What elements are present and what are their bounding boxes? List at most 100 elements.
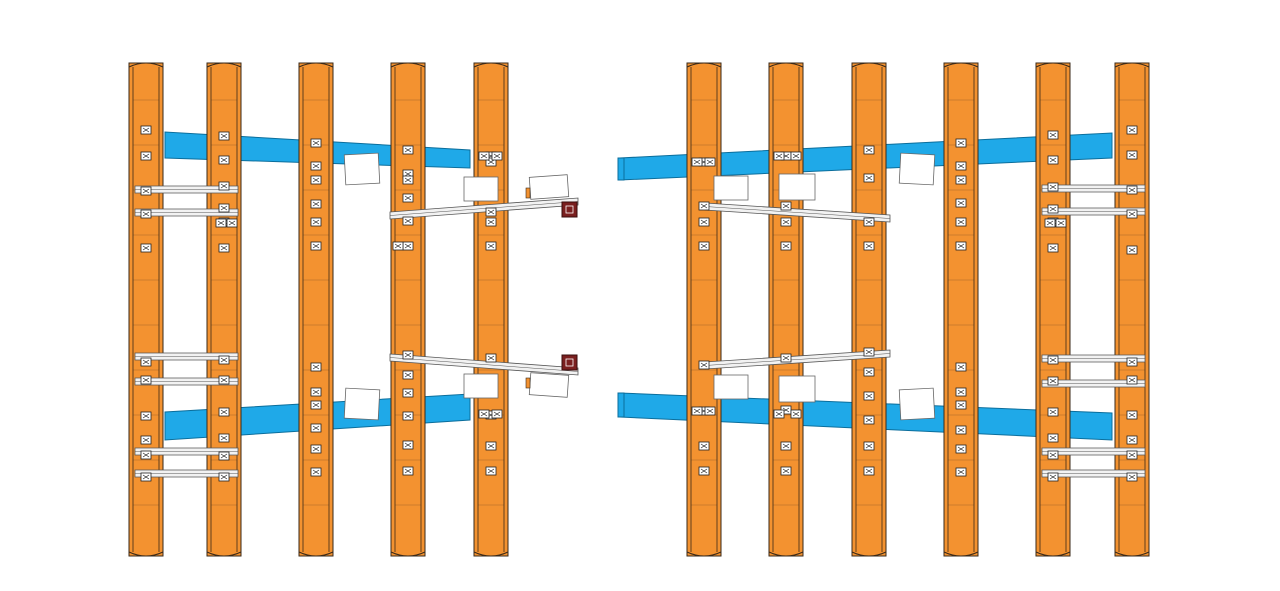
bolt-cross [404, 372, 412, 378]
bolt-cross [1049, 409, 1057, 415]
bolt-cross [865, 219, 873, 225]
girder-web [473, 62, 509, 557]
girder-web [1114, 62, 1150, 557]
bolt-cross [1057, 220, 1065, 226]
connection-plate-icon [898, 152, 936, 186]
brace-end [617, 392, 625, 418]
girder [298, 62, 334, 557]
bolt-icon [773, 409, 785, 419]
bolt-icon [310, 241, 322, 251]
bolt-icon [1126, 185, 1138, 195]
bolt-cross [865, 443, 873, 449]
bolt-icon [310, 199, 322, 209]
bolt-cross [782, 219, 790, 225]
bolt-icon [780, 353, 792, 363]
bolt-cross [312, 163, 320, 169]
bolt-cross [782, 443, 790, 449]
bolt-cross [220, 453, 228, 459]
bolt-cross [1049, 435, 1057, 441]
bolt-icon [402, 241, 414, 251]
bolt-icon [218, 407, 230, 417]
bolt-cross [404, 177, 412, 183]
girder-end-bottom [128, 551, 164, 557]
bolt-cross [228, 220, 236, 226]
bolt-icon [140, 357, 152, 367]
bolt-cross [792, 411, 800, 417]
girder-end-bottom [851, 551, 887, 557]
bolt-cross [1049, 452, 1057, 458]
girder-end-top [128, 62, 164, 68]
bolt-icon [704, 157, 716, 167]
bolt-cross [865, 468, 873, 474]
bolt-icon [955, 400, 967, 410]
bolt-icon [1047, 355, 1059, 365]
bolt-icon [218, 451, 230, 461]
bolt-icon [1126, 450, 1138, 460]
bolt-icon [218, 375, 230, 385]
bolt-icon [485, 241, 497, 251]
bolt-cross [404, 468, 412, 474]
bolt-cross [1128, 437, 1136, 443]
girder [943, 62, 979, 557]
bolt-icon [863, 241, 875, 251]
girder-web [128, 62, 164, 557]
bolt-cross [700, 243, 708, 249]
girder-web [943, 62, 979, 557]
bolt-icon [215, 218, 227, 228]
bolt-cross [220, 435, 228, 441]
bolt-icon [691, 157, 703, 167]
girder-end-top [686, 62, 722, 68]
bolt-icon [955, 387, 967, 397]
bolt-cross [220, 357, 228, 363]
connection-plate-icon [528, 372, 570, 398]
girder-end-top [1035, 62, 1071, 68]
bolt-icon [402, 216, 414, 226]
bolt-icon [1047, 130, 1059, 140]
bolt-icon [140, 450, 152, 460]
gusset-tab [525, 377, 531, 389]
bolt-cross [1128, 247, 1136, 253]
bolt-cross [775, 411, 783, 417]
bolt-icon [402, 350, 414, 360]
bolt-cross [700, 362, 708, 368]
bolt-icon [1047, 182, 1059, 192]
bolt-cross [220, 245, 228, 251]
girder-web [390, 62, 426, 557]
bolt-cross [1049, 184, 1057, 190]
bolt-cross [142, 452, 150, 458]
girder-web [768, 62, 804, 557]
bolt-cross [957, 469, 965, 475]
bolt-icon [780, 241, 792, 251]
bolt-icon [955, 175, 967, 185]
bolt-icon [698, 360, 710, 370]
bolt-icon [863, 173, 875, 183]
bolt-icon [218, 433, 230, 443]
bolt-icon [491, 409, 503, 419]
bolt-icon [704, 406, 716, 416]
bolt-cross [487, 243, 495, 249]
connection-plate-icon [898, 387, 936, 421]
bolt-cross [706, 408, 714, 414]
bolt-icon [478, 409, 490, 419]
bolt-cross [1128, 452, 1136, 458]
bolt-cross [865, 417, 873, 423]
girder-end-bottom [1035, 551, 1071, 557]
bolt-cross [312, 201, 320, 207]
girder-web [298, 62, 334, 557]
girder-end-top [1114, 62, 1150, 68]
girder-web [686, 62, 722, 557]
connection-plate-icon [343, 152, 381, 186]
bolt-icon [310, 444, 322, 454]
bolt-cross [1128, 152, 1136, 158]
bolt-cross [1128, 359, 1136, 365]
bolt-cross [480, 411, 488, 417]
bolt-icon [310, 467, 322, 477]
bolt-cross [142, 437, 150, 443]
bolt-cross [957, 163, 965, 169]
bolt-cross [487, 209, 495, 215]
bolt-icon [485, 466, 497, 476]
bolt-icon [780, 201, 792, 211]
bolt-icon [140, 411, 152, 421]
bolt-cross [220, 409, 228, 415]
bolt-icon [310, 387, 322, 397]
